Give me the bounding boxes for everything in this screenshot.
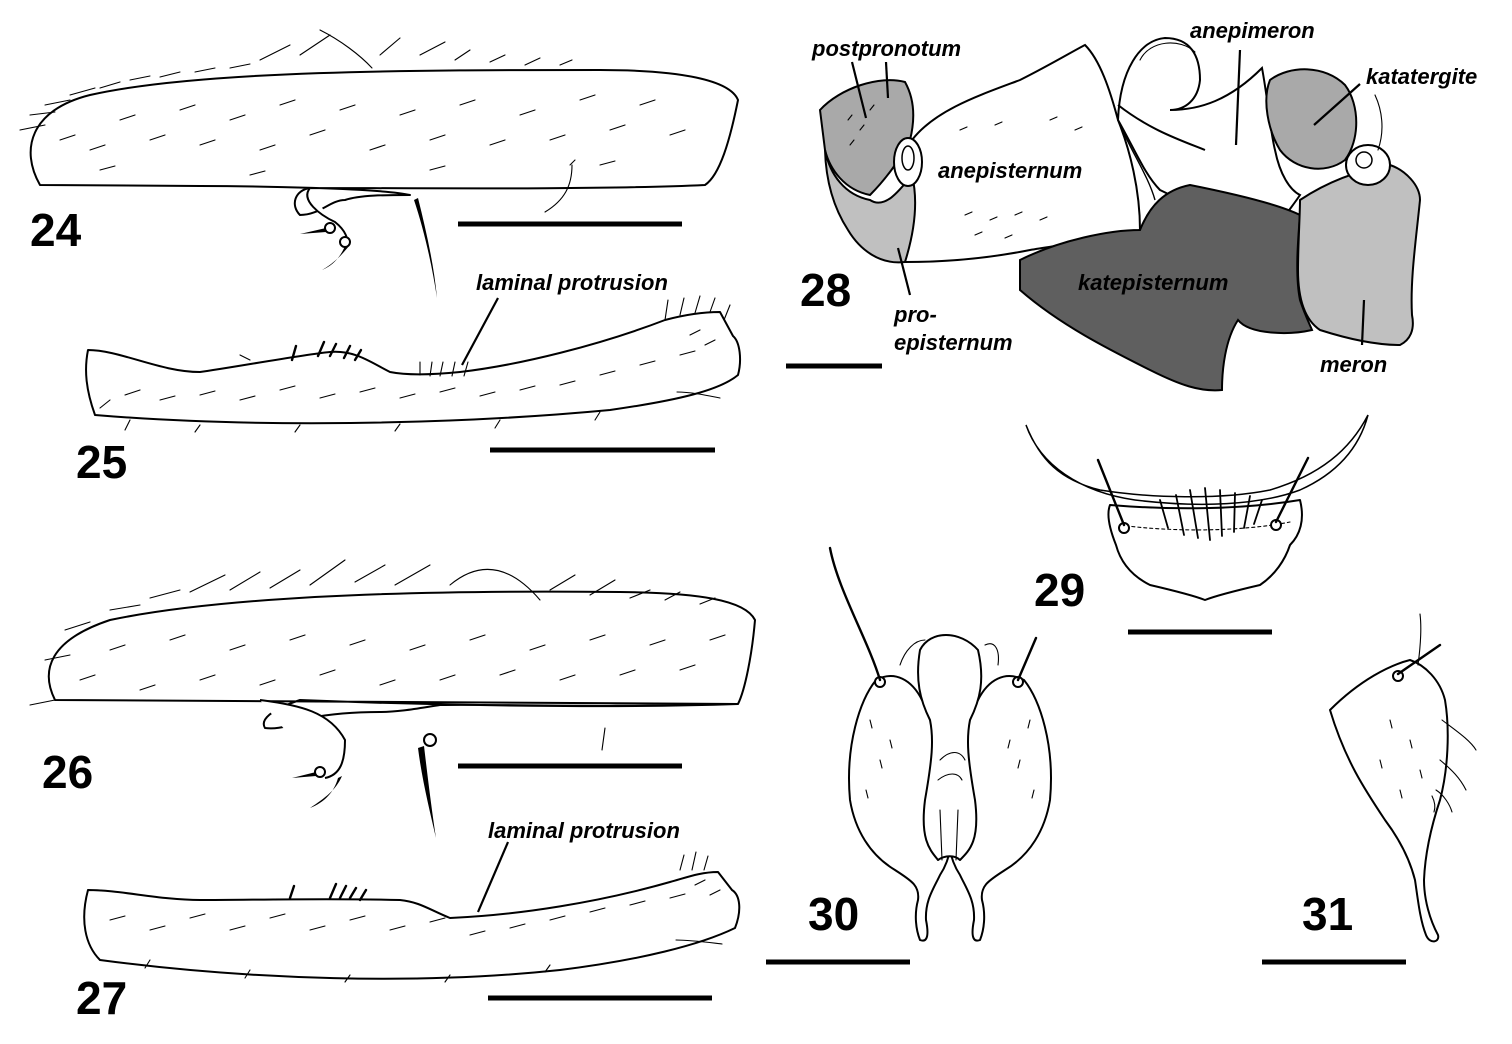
sclerite-anepisternum — [903, 43, 1142, 264]
figure-number-28: 28 — [800, 264, 851, 316]
figure-number-30: 30 — [808, 888, 859, 940]
figure-number-24: 24 — [30, 204, 82, 256]
sclerite-katatergite — [1265, 68, 1358, 170]
figure-24-femur — [19, 29, 739, 298]
label-anepimeron: anepimeron — [1190, 18, 1315, 43]
figure-number-29: 29 — [1034, 564, 1085, 616]
figure-29-plate — [1025, 414, 1369, 601]
label-laminal-protrusion-27: laminal protrusion — [488, 818, 680, 843]
sclerite-meron — [1296, 163, 1422, 347]
figure-26-femur — [29, 559, 756, 838]
label-proepisternum-2: episternum — [894, 330, 1013, 355]
label-anepisternum: anepisternum — [938, 158, 1082, 183]
label-meron: meron — [1320, 352, 1387, 377]
label-proepisternum-1: pro- — [893, 302, 937, 327]
figure-28-thorax: postpronotum anepimeron katatergite anep… — [811, 18, 1477, 392]
label-katepisternum: katepisternum — [1078, 270, 1228, 295]
label-katatergite: katatergite — [1366, 64, 1477, 89]
label-laminal-protrusion-25: laminal protrusion — [476, 270, 668, 295]
sclerite-katepisternum — [1019, 183, 1314, 392]
figure-number-25: 25 — [76, 436, 127, 488]
figure-30-lobes — [828, 546, 1052, 942]
figure-number-26: 26 — [42, 746, 93, 798]
label-postpronotum: postpronotum — [811, 36, 961, 61]
figure-number-31: 31 — [1302, 888, 1353, 940]
figure-27-tibia: laminal protrusion — [83, 818, 741, 983]
figure-31-lobe — [1329, 613, 1477, 943]
figure-25-tibia: laminal protrusion — [85, 270, 742, 433]
figure-number-27: 27 — [76, 972, 127, 1024]
